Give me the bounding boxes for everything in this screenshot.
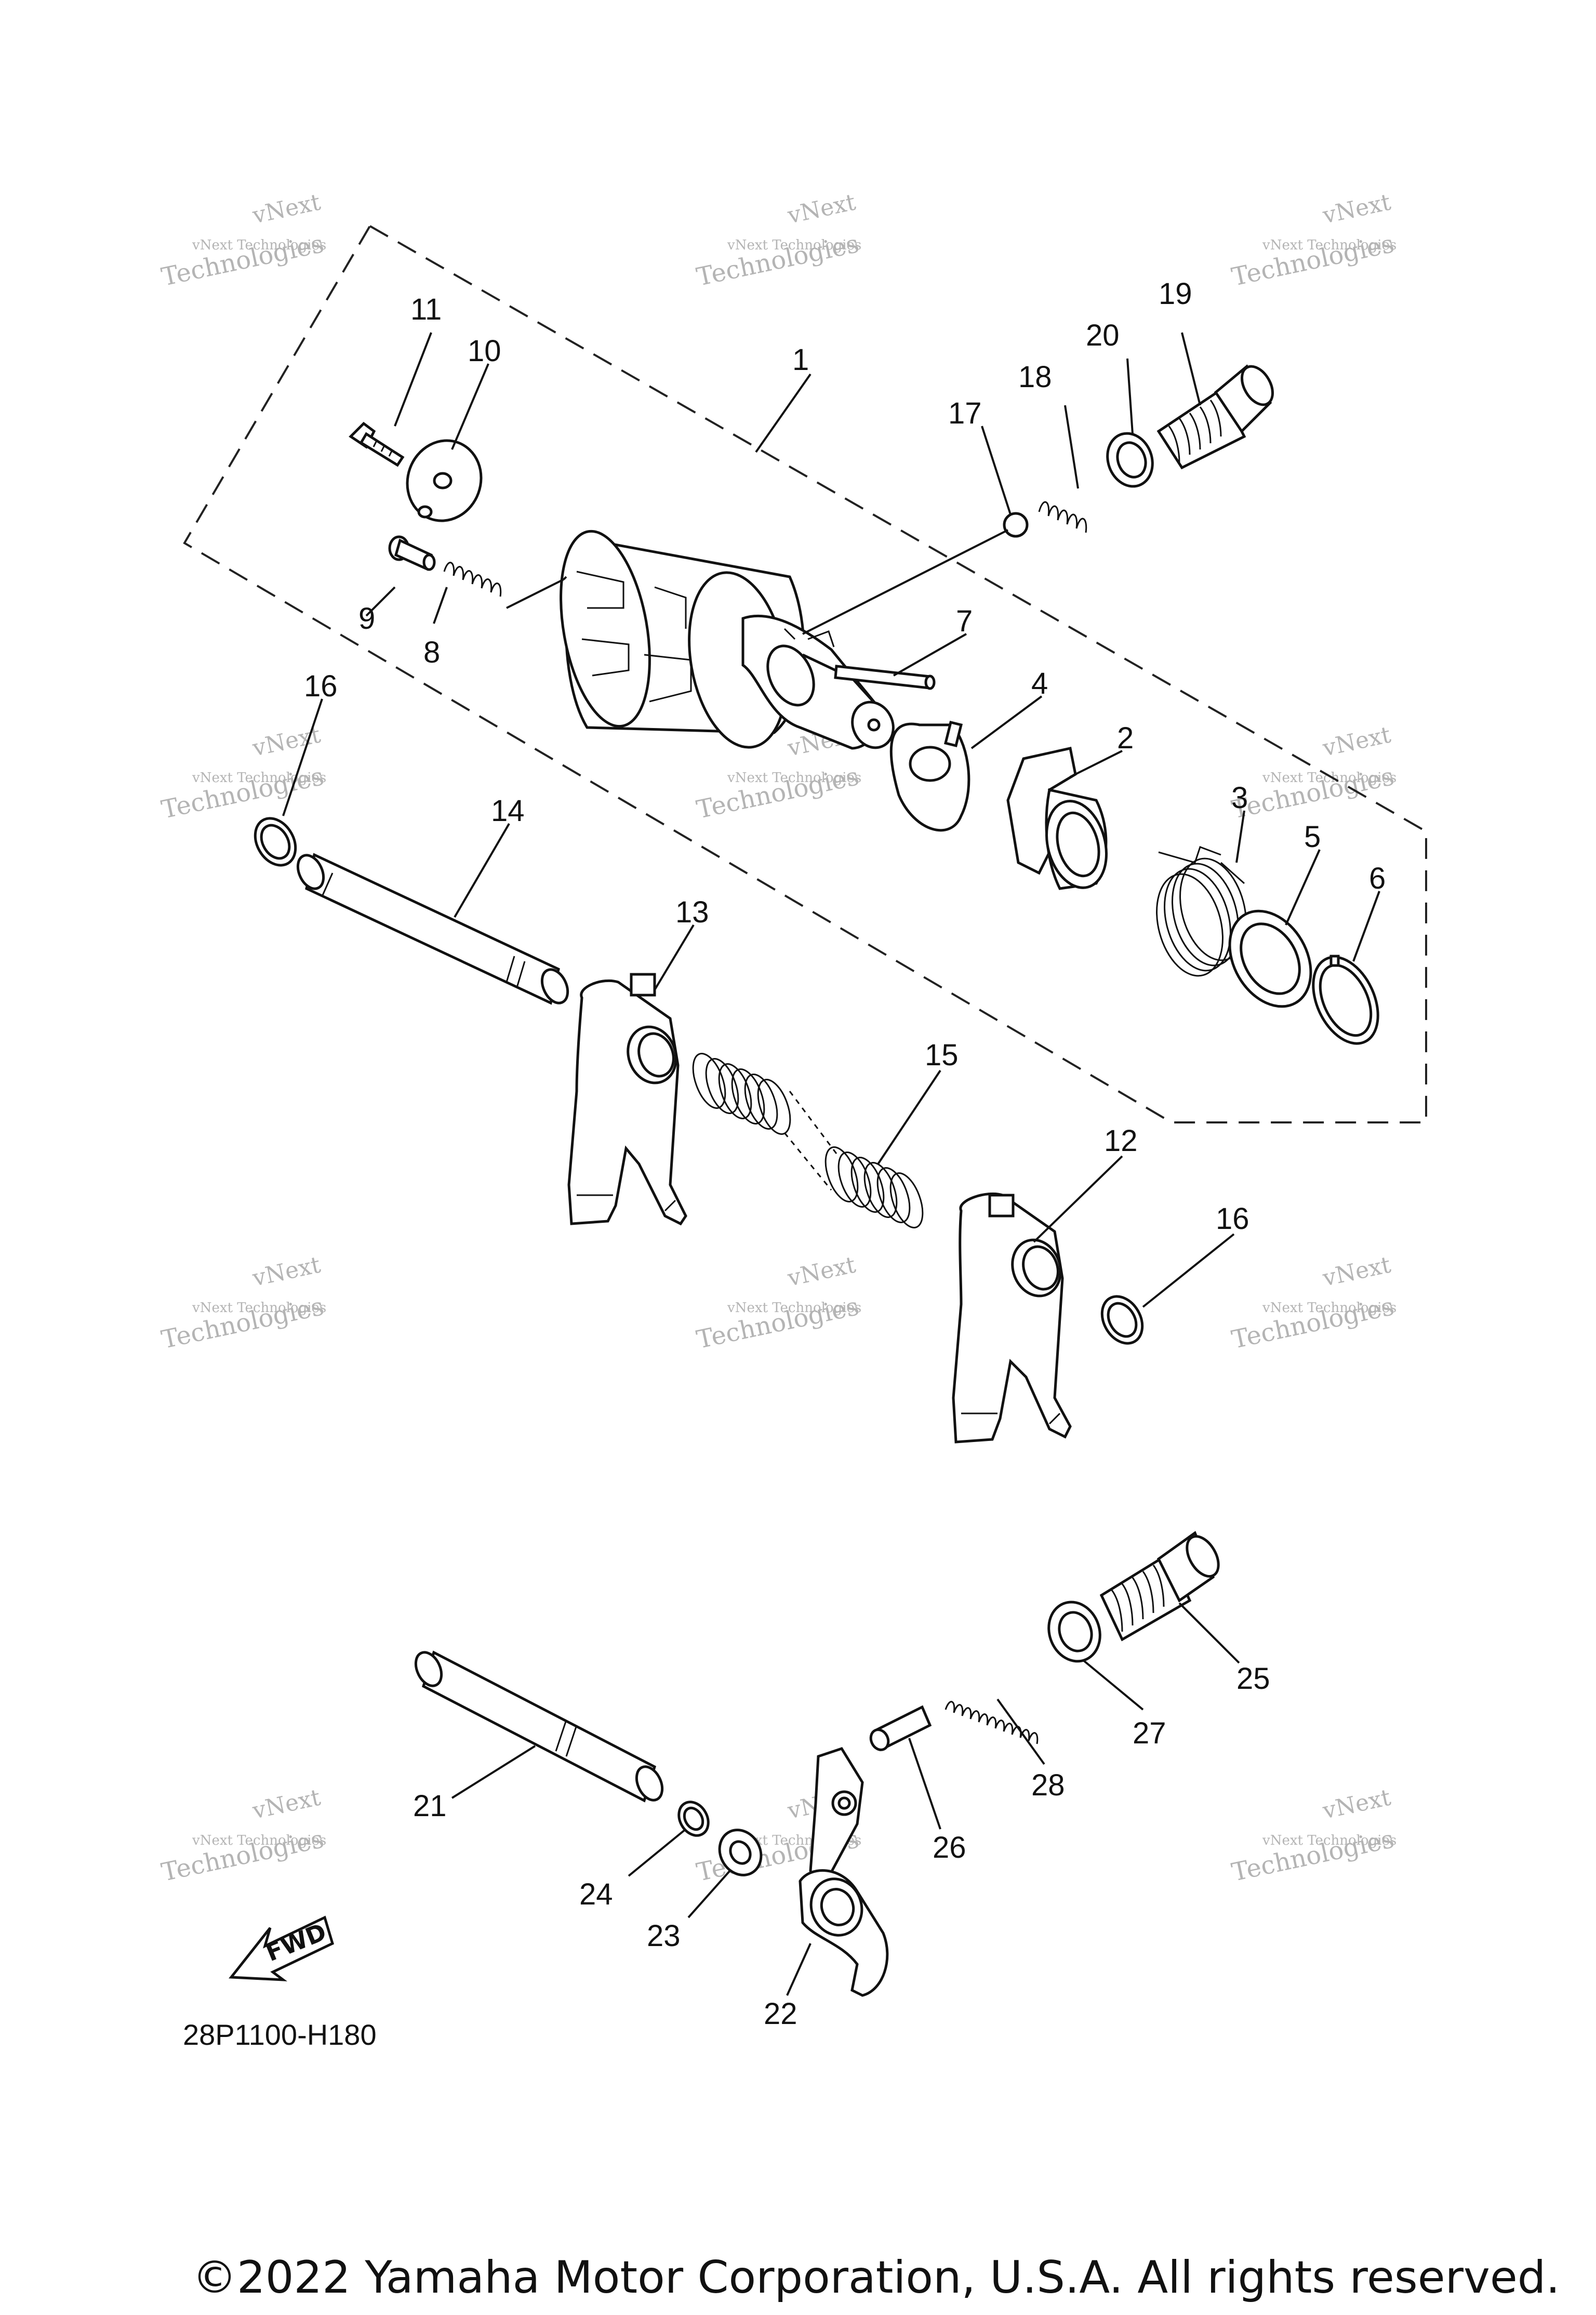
callout-14: 14 [491, 794, 525, 828]
callout-1: 1 [792, 343, 809, 377]
part-3-torsion-spring [1156, 846, 1247, 977]
svg-text:vNext Technologies: vNext Technologies [727, 770, 861, 786]
callout-5: 5 [1304, 820, 1321, 854]
callout-4: 4 [1031, 667, 1048, 700]
watermark-row-4: vNext Technologies vNext Technologies vN… [159, 1784, 1396, 1887]
svg-text:vNext: vNext [1320, 1784, 1393, 1824]
leader-lines [282, 332, 1380, 1996]
part-10-plate [406, 439, 483, 522]
callout-23: 23 [647, 1919, 681, 1953]
part-6-circlip [1312, 955, 1379, 1045]
part-13-shift-fork [567, 973, 687, 1226]
part-24-circlip [677, 1801, 710, 1837]
callout-11: 11 [410, 293, 442, 326]
watermark: vNext Technologies vNext Technologies [159, 1784, 326, 1887]
svg-text:vNext Technologies: vNext Technologies [192, 237, 326, 253]
callout-28: 28 [1031, 1768, 1065, 1802]
watermark-row-top: vNext Technologies vNext Technologies vN… [159, 189, 1396, 292]
svg-text:vNext: vNext [1320, 721, 1393, 762]
svg-text:vNext Technologies: vNext Technologies [1262, 237, 1396, 253]
assembly-boundary [183, 225, 1427, 1123]
callout-6: 6 [1369, 862, 1386, 895]
part-22-stopper-lever [799, 1747, 889, 1997]
callout-15: 15 [925, 1038, 959, 1072]
callout-18: 18 [1018, 360, 1052, 394]
svg-text:vNext: vNext [250, 189, 323, 229]
callout-26: 26 [933, 1831, 966, 1864]
svg-text:vNext: vNext [1320, 1251, 1393, 1292]
watermark: vNext Technologies vNext Technologies [1229, 1251, 1396, 1354]
part-17-ball [1003, 512, 1029, 538]
part-18-spring [1038, 501, 1087, 533]
callout-27: 27 [1133, 1716, 1166, 1750]
watermark: vNext Technologies vNext Technologies [1229, 1784, 1396, 1887]
svg-text:vNext: vNext [250, 1251, 323, 1292]
part-2-segment [1006, 747, 1108, 890]
part-1-shift-drum [560, 530, 895, 750]
watermark-row-3: vNext Technologies vNext Technologies vN… [159, 1251, 1396, 1354]
copyright-notice: ©2022 Yamaha Motor Corporation, U.S.A. A… [192, 2252, 1560, 2304]
callout-10: 10 [468, 334, 501, 368]
part-14-guide-bar [296, 853, 569, 1005]
callout-19: 19 [1159, 277, 1192, 311]
svg-text:vNext Technologies: vNext Technologies [1262, 770, 1396, 786]
part-12-shift-fork [952, 1192, 1072, 1444]
watermark: vNext Technologies vNext Technologies [159, 1251, 326, 1354]
part-8-spring [443, 562, 502, 597]
part-21-shaft [414, 1650, 664, 1803]
part-5-washer [1228, 909, 1312, 1008]
part-11-screw [349, 421, 405, 467]
part-16-circlip-lower [1100, 1295, 1144, 1345]
part-20-gasket [1106, 432, 1154, 488]
callout-13: 13 [675, 895, 709, 929]
svg-text:vNext Technologies: vNext Technologies [1262, 1833, 1396, 1848]
part-4-stopper-plate [889, 720, 970, 832]
part-27-gasket [1047, 1600, 1101, 1663]
part-25-plug-bolt [1099, 1531, 1220, 1642]
callout-24: 24 [579, 1877, 613, 1911]
svg-text:vNext Technologies: vNext Technologies [192, 1300, 326, 1316]
svg-text:vNext: vNext [1320, 189, 1393, 229]
callout-12: 12 [1104, 1124, 1138, 1158]
callout-22: 22 [764, 1997, 797, 2031]
fwd-arrow-icon: FWD [229, 1915, 335, 1981]
diagram-code: 28P1100-H180 [183, 2018, 377, 2051]
svg-text:vNext: vNext [250, 1784, 323, 1824]
callout-16b: 16 [1216, 1202, 1249, 1236]
watermark-row-2: vNext Technologies vNext Technologies vN… [159, 721, 1396, 824]
watermark: vNext Technologies vNext Technologies [694, 189, 861, 292]
part-16-circlip-upper [254, 817, 297, 867]
svg-text:vNext Technologies: vNext Technologies [192, 1833, 326, 1848]
watermark: vNext Technologies vNext Technologies [1229, 721, 1396, 824]
callout-20: 20 [1086, 319, 1120, 352]
watermark: vNext Technologies vNext Technologies [159, 189, 326, 292]
callout-17: 17 [948, 396, 982, 430]
callout-2: 2 [1117, 721, 1134, 755]
svg-text:vNext Technologies: vNext Technologies [1262, 1300, 1396, 1316]
watermark: vNext Technologies vNext Technologies [1229, 189, 1396, 292]
watermark: vNext Technologies vNext Technologies [694, 1251, 861, 1354]
callout-7: 7 [956, 604, 973, 638]
part-19-plug-bolt [1156, 364, 1274, 470]
svg-text:vNext Technologies: vNext Technologies [192, 770, 326, 786]
part-15-spring [692, 1053, 924, 1228]
part-23-washer [718, 1829, 763, 1876]
callout-3: 3 [1231, 781, 1248, 815]
part-28-spring [945, 1701, 1039, 1744]
svg-text:vNext: vNext [785, 189, 858, 229]
svg-text:vNext Technologies: vNext Technologies [727, 237, 861, 253]
callout-16a: 16 [304, 669, 338, 703]
part-9-pin [388, 535, 436, 571]
svg-text:vNext: vNext [785, 1251, 858, 1292]
callout-8: 8 [423, 636, 440, 669]
watermark: vNext Technologies vNext Technologies [159, 721, 326, 824]
callout-labels: 1 2 3 4 5 6 7 8 9 10 11 12 13 14 15 16 1… [304, 277, 1386, 2031]
callout-9: 9 [358, 602, 375, 636]
svg-text:vNext Technologies: vNext Technologies [727, 1300, 861, 1316]
callout-21: 21 [413, 1789, 447, 1823]
callout-25: 25 [1236, 1662, 1270, 1696]
part-26-pin [869, 1705, 932, 1751]
